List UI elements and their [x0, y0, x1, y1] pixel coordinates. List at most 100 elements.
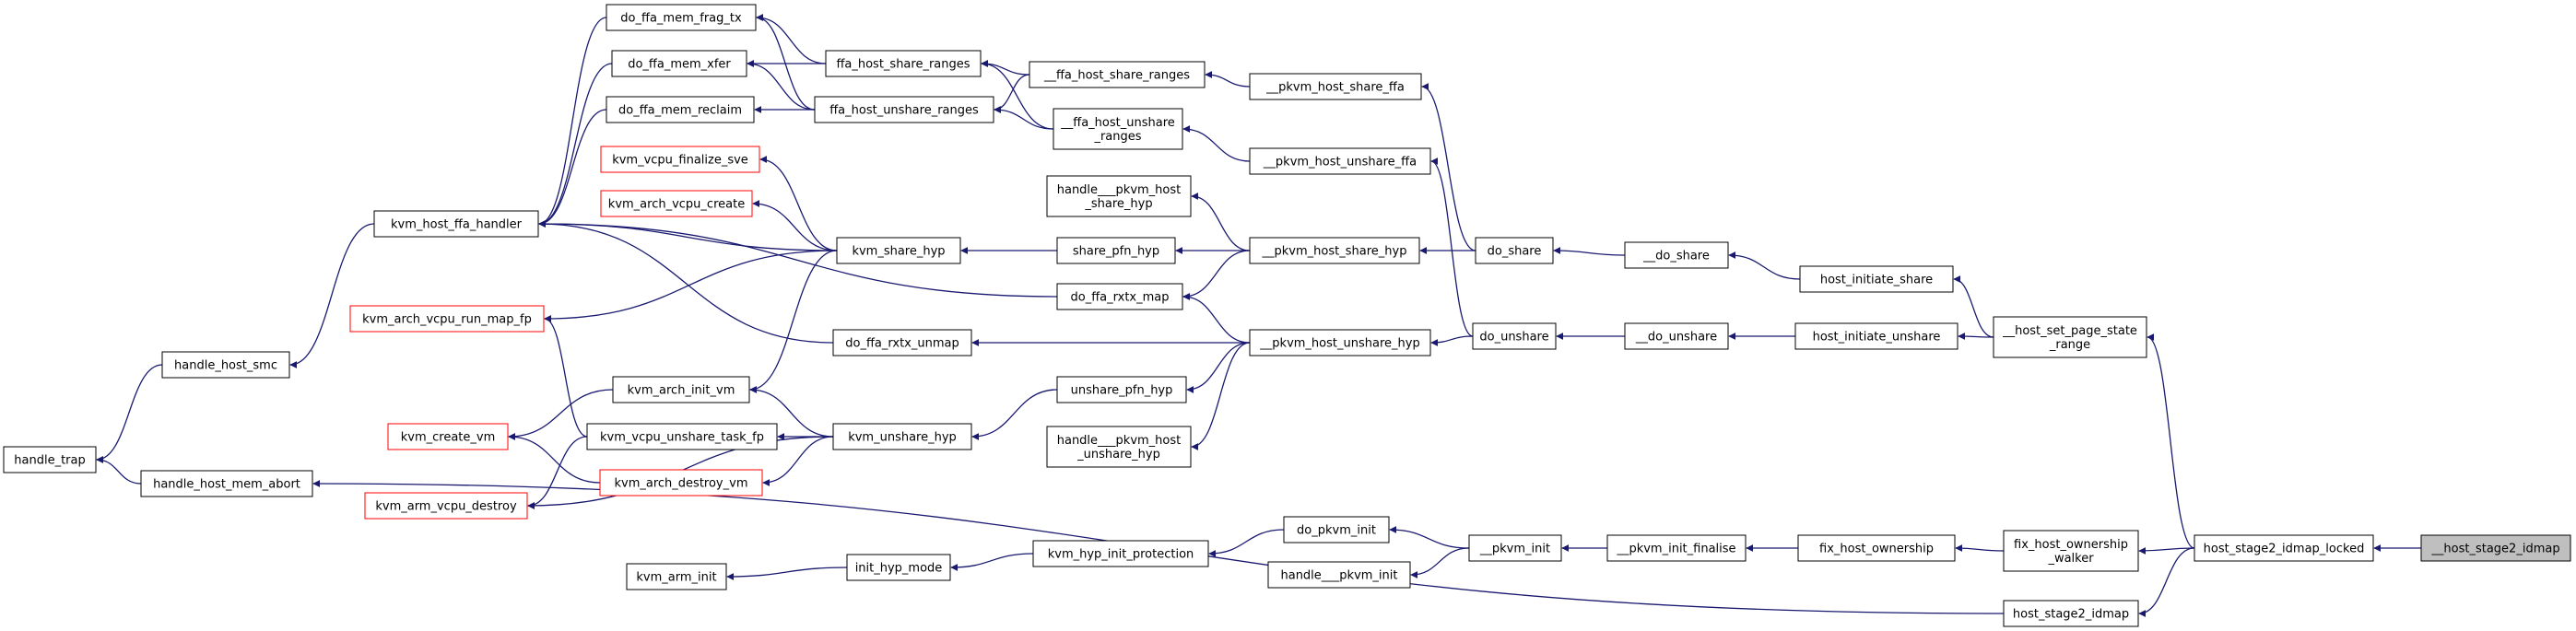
- nodes-layer: __host_stage2_idmap host_stage2_idmap_loc…: [3, 4, 2571, 627]
- edge-ffa_host_unshare_ranges-to-ffa_host_share_ranges2: [994, 74, 1030, 113]
- node-box: [1472, 322, 1557, 350]
- node-do-unshare2[interactable]: __do_unshare: [1624, 322, 1729, 350]
- node-host-initiate-share[interactable]: host_initiate_share: [1799, 265, 1954, 293]
- node-pkvm-init[interactable]: __pkvm_init: [1468, 534, 1562, 562]
- node-do-ffa-mem-reclaim[interactable]: do_ffa_mem_reclaim: [606, 96, 755, 123]
- node-kvm-host-ffa-handler[interactable]: kvm_host_ffa_handler: [373, 210, 539, 238]
- node-handle-trap[interactable]: handle_trap: [3, 446, 97, 473]
- node-fix-host-ownership-walker[interactable]: fix_host_ownership_walker: [2003, 530, 2139, 572]
- node-kvm-arch-vcpu-create[interactable]: kvm_arch_vcpu_create: [600, 190, 753, 217]
- node-do-ffa-rxtx-unmap[interactable]: do_ffa_rxtx_unmap: [832, 329, 972, 356]
- node-kvm-create-vm[interactable]: kvm_create_vm: [387, 423, 509, 450]
- node-label: handle___pkvm_host: [1057, 183, 1182, 197]
- node-ffa-host-share-ranges2[interactable]: __ffa_host_share_ranges: [1029, 61, 1206, 88]
- node-label: do_ffa_rxtx_map: [1071, 291, 1170, 305]
- node-kvm-arch-init-vm[interactable]: kvm_arch_init_vm: [612, 376, 750, 403]
- node-label: kvm_arch_vcpu_run_map_fp: [362, 313, 532, 327]
- node-ffa-host-unshare-ranges[interactable]: ffa_host_unshare_ranges: [814, 96, 994, 123]
- node-kvm-share-hyp[interactable]: kvm_share_hyp: [836, 237, 961, 264]
- node-handle-pkvm-host-share-hyp[interactable]: handle___pkvm_host_share_hyp: [1046, 175, 1192, 217]
- node-label: kvm_vcpu_finalize_sve: [612, 154, 748, 168]
- node-handle-host-smc[interactable]: handle_host_smc: [161, 351, 290, 379]
- node-box: [161, 351, 290, 379]
- node-box: [1624, 322, 1729, 350]
- node-kvm-unshare-hyp[interactable]: kvm_unshare_hyp: [832, 423, 972, 450]
- node-do-share2[interactable]: __do_share: [1624, 241, 1729, 269]
- edge-kvm_arch_init_vm-to-kvm_unshare_hyp: [749, 386, 834, 438]
- node-kvm-arch-vcpu-run-map-fp[interactable]: kvm_arch_vcpu_run_map_fp: [349, 305, 545, 333]
- node-kvm-vcpu-unshare-task-fp[interactable]: kvm_vcpu_unshare_task_fp: [586, 423, 778, 450]
- node-ffa-host-unshare-ranges2[interactable]: __ffa_host_unshare_ranges: [1053, 108, 1183, 150]
- node-kvm-arch-destroy-vm[interactable]: kvm_arch_destroy_vm: [599, 469, 763, 497]
- edge-kvm_host_ffa_handler-to-do_ffa_mem_reclaim: [538, 109, 607, 228]
- edge-ffa_host_unshare_ranges2-to-pkvm_host_unshare_ffa: [1182, 125, 1251, 162]
- node-box: [626, 563, 727, 590]
- node-pkvm-host-unshare-hyp[interactable]: __pkvm_host_unshare_hyp: [1249, 329, 1431, 356]
- node-label: __pkvm_host_share_hyp: [1262, 245, 1407, 259]
- node-do-ffa-mem-frag-tx[interactable]: do_ffa_mem_frag_tx: [606, 4, 757, 31]
- node-do-ffa-mem-xfer[interactable]: do_ffa_mem_xfer: [611, 50, 747, 77]
- node-label: handle___pkvm_host: [1057, 434, 1182, 448]
- node-box: [1606, 534, 1747, 562]
- edge-pkvm_host_unshare_hyp-to-do_unshare: [1430, 335, 1474, 346]
- node-label: __do_share: [1642, 250, 1710, 263]
- node-box: [1056, 237, 1176, 264]
- node-box: [612, 376, 750, 403]
- edge-do_ffa_mem_frag_tx-to-ffa_host_unshare_ranges: [756, 14, 816, 111]
- node-box: [2194, 534, 2374, 562]
- edge-handle_trap-to-handle_host_mem_abort: [96, 456, 142, 485]
- node-host-initiate-unshare[interactable]: host_initiate_unshare: [1794, 322, 1958, 350]
- node-ffa-host-share-ranges[interactable]: ffa_host_share_ranges: [825, 50, 982, 77]
- node-kvm-hyp-init-protection[interactable]: kvm_hyp_init_protection: [1032, 540, 1209, 567]
- edge-handle_pkvm_host_unshare_hyp-to-pkvm_host_unshare_hyp: [1191, 342, 1251, 450]
- edge-unshare_pfn_hyp-to-pkvm_host_unshare_hyp: [1186, 342, 1251, 393]
- node-label: host_stage2_idmap_locked: [2204, 543, 2365, 556]
- edge-handle_trap-to-handle_host_smc: [96, 364, 163, 463]
- node-host-stage2-idmap-locked[interactable]: host_stage2_idmap_locked: [2194, 534, 2374, 562]
- node-do-unshare[interactable]: do_unshare: [1472, 322, 1557, 350]
- node-host-set-page-state-range[interactable]: __host_set_page_state_range: [1993, 316, 2147, 358]
- node-do-ffa-rxtx-map[interactable]: do_ffa_rxtx_map: [1056, 283, 1183, 310]
- node-kvm-arm-vcpu-destroy[interactable]: kvm_arm_vcpu_destroy: [364, 492, 528, 520]
- node-do-share[interactable]: do_share: [1475, 237, 1554, 264]
- node-label: host_initiate_share: [1820, 274, 1933, 287]
- edge-kvm_arch_vcpu_run_map_fp-to-kvm_share_hyp: [544, 250, 838, 322]
- node-label: _range: [2049, 338, 2090, 352]
- node-box: [1468, 534, 1562, 562]
- node-box: [387, 423, 509, 450]
- node-pkvm-host-share-ffa[interactable]: __pkvm_host_share_ffa: [1249, 73, 1422, 100]
- node-label: _share_hyp: [1084, 197, 1152, 211]
- node-box: [1283, 516, 1390, 543]
- node-pkvm-init-finalise[interactable]: __pkvm_init_finalise: [1606, 534, 1747, 562]
- node-pkvm-host-share-hyp[interactable]: __pkvm_host_share_hyp: [1249, 237, 1420, 264]
- node-kvm-arm-init[interactable]: kvm_arm_init: [626, 563, 727, 590]
- node-label: ffa_host_share_ranges: [836, 58, 970, 72]
- node-label: __ffa_host_unshare: [1060, 116, 1175, 130]
- node-init-hyp-mode[interactable]: init_hyp_mode: [846, 554, 951, 581]
- node-label: handle_host_smc: [174, 359, 277, 373]
- node-host-stage2-idmap[interactable]: host_stage2_idmap: [2003, 600, 2139, 627]
- node-handle-pkvm-init[interactable]: handle___pkvm_init: [1267, 561, 1411, 589]
- node-fix-host-ownership[interactable]: fix_host_ownership: [1797, 534, 1956, 562]
- node-label: __host_stage2_idmap: [2430, 543, 2559, 556]
- node-box: [2003, 600, 2139, 627]
- edge-do_pkvm_init-to-pkvm_init: [1389, 526, 1470, 549]
- node-do-pkvm-init[interactable]: do_pkvm_init: [1283, 516, 1390, 543]
- node-label: __pkvm_host_unshare_ffa: [1263, 156, 1417, 169]
- node-label: kvm_arm_init: [636, 571, 716, 585]
- node-handle-pkvm-host-unshare-hyp[interactable]: handle___pkvm_host_unshare_hyp: [1046, 426, 1192, 468]
- node-box: [349, 305, 545, 333]
- node-box: [600, 190, 753, 217]
- node-box: [1799, 265, 1954, 293]
- node-unshare-pfn-hyp[interactable]: unshare_pfn_hyp: [1056, 376, 1187, 403]
- node-host-stage2-idmap-root[interactable]: __host_stage2_idmap: [2420, 534, 2571, 562]
- edge-do_share2-to-host_initiate_share: [1728, 251, 1801, 280]
- node-share-pfn-hyp[interactable]: share_pfn_hyp: [1056, 237, 1176, 264]
- node-pkvm-host-unshare-ffa[interactable]: __pkvm_host_unshare_ffa: [1249, 147, 1431, 175]
- node-label: __ffa_host_share_ranges: [1043, 69, 1190, 83]
- node-handle-host-mem-abort[interactable]: handle_host_mem_abort: [140, 470, 313, 497]
- node-label: do_ffa_mem_xfer: [628, 58, 731, 72]
- node-kvm-vcpu-finalize-sve[interactable]: kvm_vcpu_finalize_sve: [600, 146, 760, 173]
- edge-do_share-to-do_share2: [1553, 247, 1626, 256]
- edge-kvm_vcpu_finalize_sve-to-kvm_share_hyp: [759, 156, 838, 251]
